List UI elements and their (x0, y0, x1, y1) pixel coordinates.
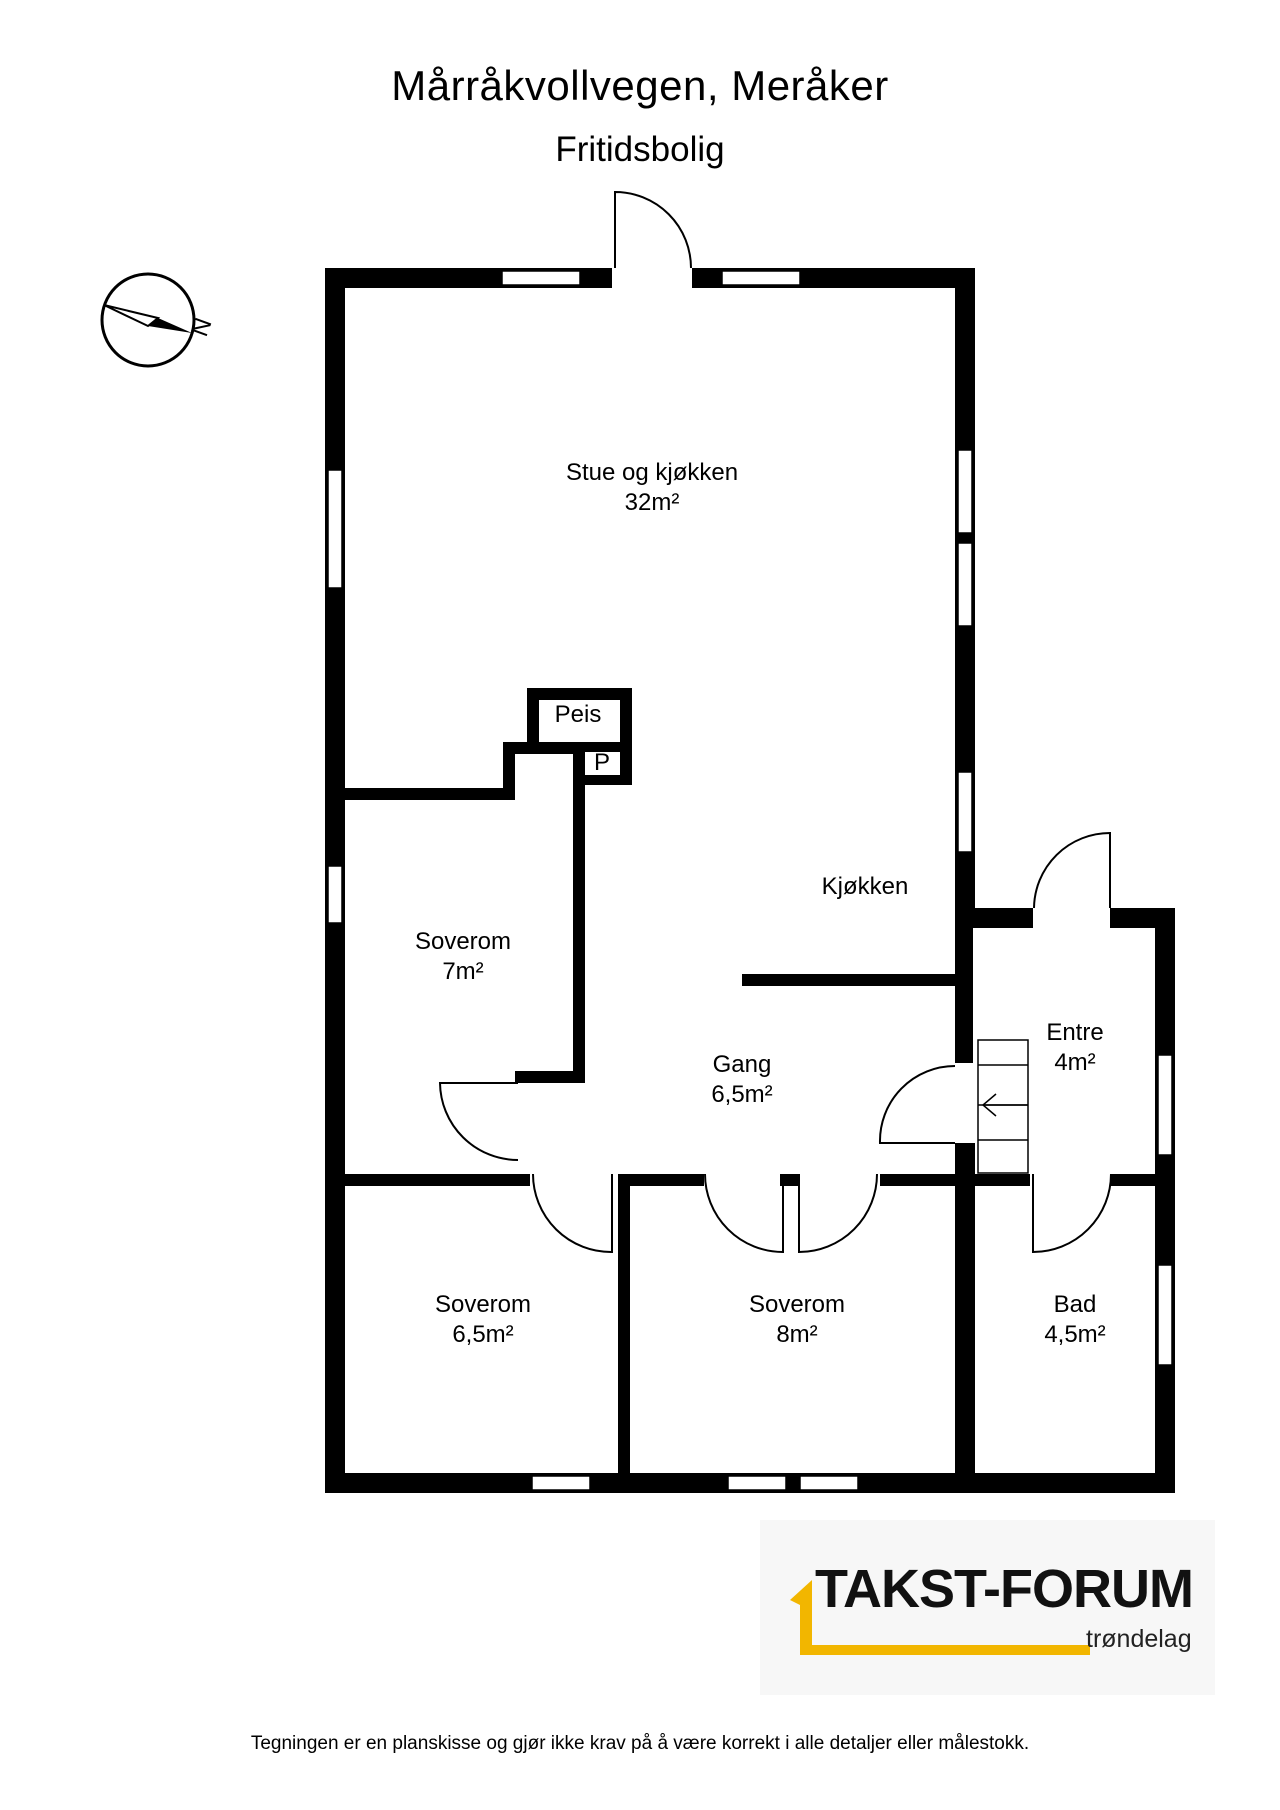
wall-bad-corner (955, 1143, 973, 1185)
wall-pipe-bottom (573, 775, 632, 785)
door-front (614, 190, 692, 269)
window-bottom-3 (799, 1475, 859, 1491)
logo-roof-icon (790, 1580, 1090, 1655)
door-entre (1033, 831, 1111, 909)
gang-label: Gang (713, 1051, 772, 1078)
wall-kitchen-divider (742, 974, 955, 986)
wall-peis-top (527, 688, 632, 700)
wall-entre-left (955, 913, 973, 1063)
door-soverom-3b (798, 1173, 878, 1254)
soverom-3-label: Soverom (749, 1291, 845, 1318)
entre-label: Entre (1046, 1019, 1103, 1046)
door-bad (1032, 1173, 1112, 1254)
logo-main-text: TAKST-FORUM (815, 1559, 1194, 1619)
door-entre-inner (878, 1065, 956, 1144)
wall-corridor-foot (515, 1071, 585, 1083)
compass-icon: N (100, 272, 218, 368)
door-soverom-1 (438, 1082, 519, 1161)
wall-bad-left (955, 1143, 975, 1483)
wall-soverom1-top (345, 788, 515, 800)
wall-peis-bottom (573, 742, 632, 752)
entre-area: 4m² (1054, 1049, 1095, 1076)
soverom-2-label: Soverom (435, 1291, 531, 1318)
window-bottom-1 (531, 1475, 591, 1491)
stue-area: 32m² (625, 489, 680, 516)
window-top-2 (721, 270, 801, 286)
wall-step-top (503, 742, 583, 754)
wall-entre-right (1155, 908, 1175, 1493)
gang-area: 6,5m² (711, 1081, 772, 1108)
interior-walls (345, 688, 1160, 1483)
room-labels: Stue og kjøkken 32m² Peis P Kjøkken Sove… (415, 459, 1106, 1348)
window-left-2 (327, 865, 343, 924)
door-openings (530, 266, 1110, 1188)
wall-corridor (573, 742, 585, 1083)
plan-subtitle: Fritidsbolig (555, 130, 725, 169)
wall-soverom2-top-a (345, 1174, 530, 1186)
window-bottom-2 (727, 1475, 787, 1491)
soverom-1-area: 7m² (442, 958, 483, 985)
peis-label: Peis (555, 701, 602, 728)
soverom-1-label: Soverom (415, 928, 511, 955)
compass-needle-tail (103, 304, 161, 328)
door-soverom-2 (532, 1173, 613, 1254)
wall-soverom2-right (618, 1174, 630, 1479)
door-soverom-3a (704, 1173, 784, 1254)
window-right-1 (957, 449, 973, 534)
kjokken-label: Kjøkken (822, 873, 909, 900)
window-entre (1157, 1054, 1173, 1156)
wall-bad-top-b (1110, 1174, 1160, 1186)
window-right-2 (957, 542, 973, 627)
window-left-1 (327, 469, 343, 589)
window-right-3 (957, 771, 973, 853)
pipe-label: P (594, 749, 610, 776)
compass-needle-head (148, 318, 192, 333)
door-swings (438, 190, 1112, 1254)
entre-stairs (977, 1039, 1029, 1174)
wall-peis-left (527, 688, 539, 742)
wall-peis-right (620, 688, 632, 785)
entry-arrowhead-icon (981, 1093, 997, 1117)
bad-label: Bad (1054, 1291, 1097, 1318)
wall-step (503, 742, 515, 800)
soverom-2-area: 6,5m² (452, 1321, 513, 1348)
wall-soverom3-top-b (780, 1174, 800, 1186)
takst-forum-logo: TAKST-FORUM trøndelag (760, 1520, 1215, 1695)
stue-label: Stue og kjøkken (566, 459, 738, 486)
plan-title: Mårråkvollvegen, Meråker (391, 62, 889, 109)
wall-bad-top-a (975, 1174, 1030, 1186)
bad-area: 4,5m² (1044, 1321, 1105, 1348)
windows (327, 270, 1173, 1491)
window-top-1 (501, 270, 581, 286)
soverom-3-area: 8m² (776, 1321, 817, 1348)
disclaimer: Tegningen er en planskisse og gjør ikke … (250, 1733, 1030, 1754)
wall-soverom3-top-c (880, 1174, 955, 1186)
wall-soverom3-top-a (612, 1174, 704, 1186)
logo-sub-text: trøndelag (1086, 1625, 1192, 1653)
window-bad (1157, 1264, 1173, 1366)
